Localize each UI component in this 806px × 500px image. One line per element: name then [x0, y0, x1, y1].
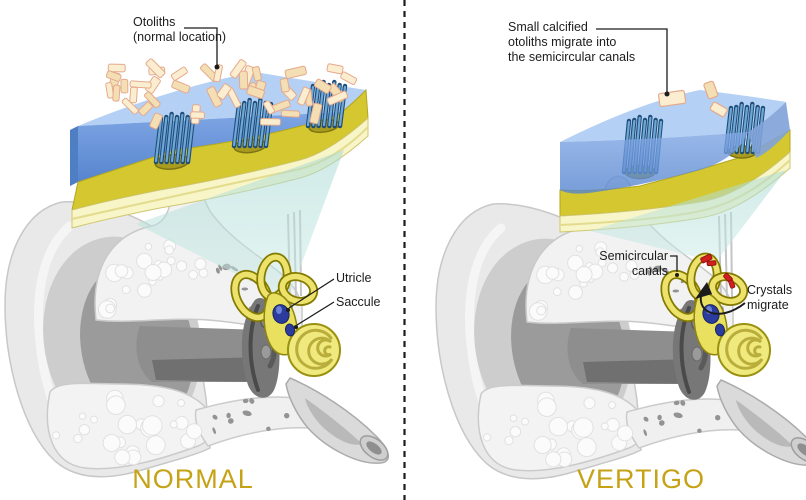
otoliths-label: Otoliths (normal location) — [133, 15, 227, 44]
zoom-cone-vertigo — [590, 170, 786, 262]
otolith-crystals-normal — [105, 58, 358, 130]
normal-title: NORMAL — [132, 464, 254, 494]
annotation-lines — [184, 27, 746, 326]
arrowhead — [695, 282, 712, 299]
red-crystals-in-canals — [700, 253, 736, 289]
utricle-label: Utricle — [336, 271, 372, 285]
migrate-label: Small calcified otoliths migrate into th… — [508, 20, 636, 64]
otolith-crystals-migrated — [657, 80, 728, 118]
semicircular-canals-label: Semicircular canals — [599, 249, 668, 278]
crystals-migrate-label: Crystals migrate — [747, 283, 793, 312]
macula-inset-vertigo — [559, 80, 791, 233]
saccule-label: Saccule — [336, 295, 381, 309]
vertigo-title: VERTIGO — [576, 464, 706, 494]
annotation-dots — [214, 64, 712, 329]
macula-inset-normal — [70, 58, 369, 229]
zoom-cone-normal — [136, 150, 344, 300]
